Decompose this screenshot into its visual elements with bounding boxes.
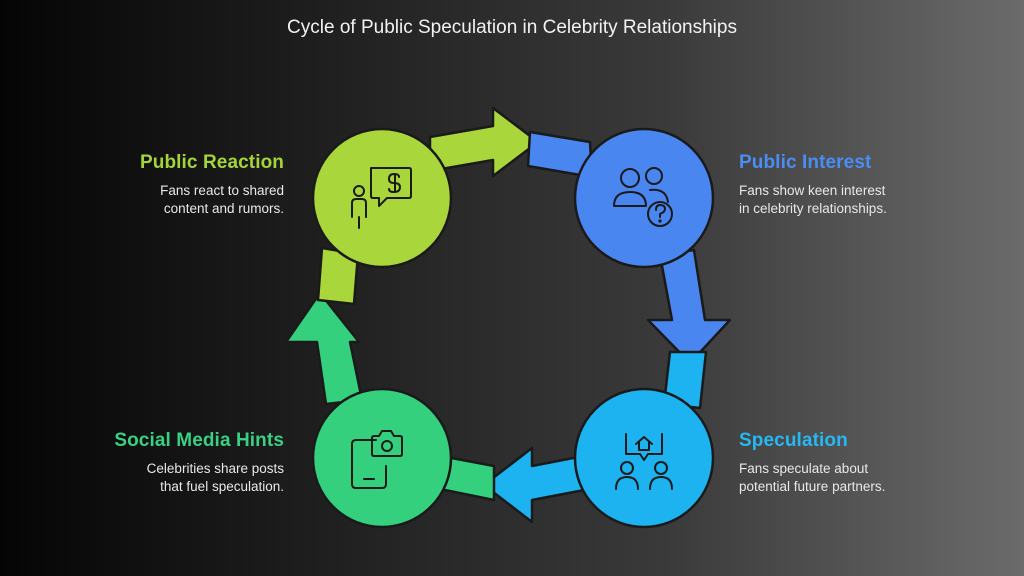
description-line: Celebrities share posts [146, 461, 284, 476]
stage-description-social-media-hints: Celebrities share posts that fuel specul… [34, 460, 284, 495]
stage-circle-public-reaction [311, 127, 453, 269]
phone-camera-icon [351, 430, 403, 489]
stage-circle-social-media-hints [311, 387, 453, 529]
description-line: Fans show keen interest [739, 183, 886, 198]
description-line: potential future partners. [739, 478, 886, 494]
stage-description-speculation: Fans speculate about potential future pa… [739, 460, 989, 495]
stage-title-public-reaction: Public Reaction [139, 152, 284, 173]
arrow-tail-speculation-right [662, 350, 708, 410]
page-title: Cycle of Public Speculation in Celebrity… [287, 17, 737, 38]
people-question-icon [613, 167, 673, 227]
stage-title-public-interest: Public Interest [739, 152, 872, 173]
label-public-interest: Public Interest Fans show keen interest … [739, 152, 989, 217]
description-line: that fuel speculation. [160, 478, 284, 494]
stage-title-social-media-hints: Social Media Hints [114, 430, 284, 451]
label-public-reaction: Public Reaction Fans react to shared con… [34, 152, 284, 217]
stage-description-public-reaction: Fans react to shared content and rumors. [34, 182, 284, 217]
stage-title-speculation: Speculation [739, 430, 848, 451]
person-speech-dollar-icon [351, 167, 412, 229]
people-house-speech-icon [615, 433, 673, 490]
arrow-reaction-to-interest [428, 106, 540, 178]
arrow-hints-to-reaction [284, 291, 364, 406]
label-speculation: Speculation Fans speculate about potenti… [739, 430, 989, 495]
description-line: in celebrity relationships. [739, 200, 887, 216]
arrow-interest-to-speculation [646, 248, 732, 365]
description-line: Fans react to shared [160, 183, 284, 198]
stage-description-public-interest: Fans show keen interest in celebrity rel… [739, 182, 989, 217]
stage-circle-speculation [573, 387, 715, 529]
label-social-media-hints: Social Media Hints Celebrities share pos… [34, 430, 284, 495]
description-line: content and rumors. [163, 200, 284, 216]
description-line: Fans speculate about [739, 461, 869, 476]
